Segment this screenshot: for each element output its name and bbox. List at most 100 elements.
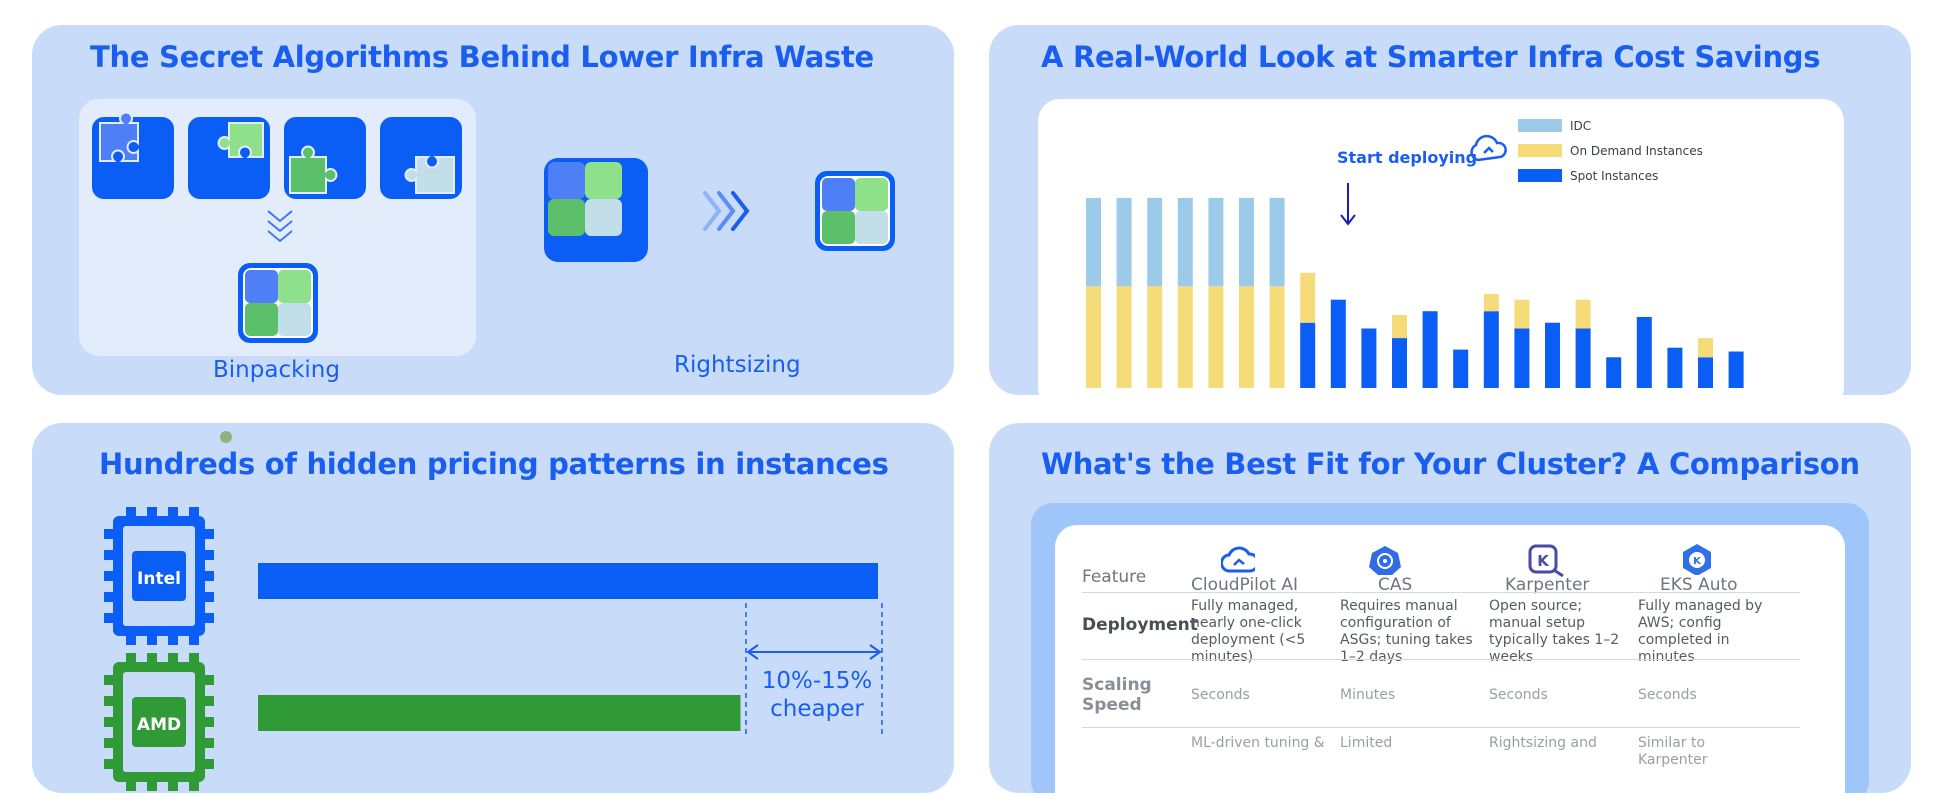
savings-panel: A Real-World Look at Smarter Infra Cost … [989,25,1911,395]
puzzle-tile-2 [188,117,270,199]
bar-on-demand-instances-4 [1208,286,1224,388]
legend-swatch-0 [1518,119,1562,132]
table-divider [1082,659,1800,660]
savings-percent: 10%-15% cheaper [757,667,877,723]
eks-logo-icon: K [1683,544,1711,575]
row-3-cloudpilot: ML-driven tuning & [1191,735,1325,751]
col-cas-label: CAS [1378,575,1413,595]
amd-chip-icon [104,653,214,791]
row-deployment-cloudpilot: Fully managed, nearly one-click deployme… [1191,598,1306,665]
row-scaling-cas: Minutes [1340,687,1396,703]
algorithms-title: The Secret Algorithms Behind Lower Infra… [90,40,874,74]
rightsizing-label: Rightsizing [674,352,801,378]
bar-spot-instances-8 [1330,299,1346,388]
table-divider [1082,727,1800,728]
row-scaling-cloudpilot: Seconds [1191,687,1250,703]
row-3-karpenter: Rightsizing and [1489,735,1597,751]
row-deployment-eks: Fully managed by AWS; config completed i… [1638,598,1763,665]
legend-label-1: On Demand Instances [1570,144,1703,158]
savings-percent-caption: cheaper [770,696,864,722]
bar-on-demand-instances-10 [1392,315,1407,339]
puzzle-tile-1 [92,111,174,199]
start-deploying-annotation: Start deploying [1337,148,1477,167]
row-deployment-karpenter: Open source; manual setup typically take… [1489,598,1620,665]
svg-text:K: K [1693,556,1702,567]
down-arrow-icon [1340,183,1356,226]
bar-spot-instances-15 [1545,322,1560,388]
double-arrow-icon [746,644,882,660]
bar-idc-6 [1269,197,1285,287]
bar-on-demand-instances-16 [1575,299,1591,329]
pricing-title: Hundreds of hidden pricing patterns in i… [99,447,889,481]
row-deployment-cas: Requires manual configuration of ASGs; t… [1340,598,1473,665]
bar-spot-instances-7 [1300,322,1316,388]
puzzle-tile-4 [380,117,462,199]
bar-spot-instances-9 [1361,328,1377,388]
legend-swatch-2 [1518,169,1562,182]
bar-on-demand-instances-1 [1116,286,1132,388]
bar-on-demand-instances-2 [1147,286,1163,388]
bar-spot-instances-11 [1422,311,1438,388]
bar-on-demand-instances-3 [1177,286,1193,388]
comparison-table: Feature CloudPilot AI CAS K Karpenter [1055,525,1845,793]
bar-spot-instances-12 [1453,349,1469,388]
chevron-down-icon [267,210,293,243]
amd-label: AMD [137,715,181,735]
bar-spot-instances-14 [1514,328,1530,388]
bar-spot-instances-17 [1606,357,1622,388]
row-deployment-label: Deployment [1082,615,1198,635]
rightsizing-after-icon [815,171,895,251]
chart-bars [1086,197,1744,388]
bar-idc-1 [1116,197,1132,287]
puzzle-illustration [92,111,895,343]
col-eks-label: EKS Auto [1660,575,1738,595]
bar-spot-instances-10 [1392,338,1407,388]
intel-label: Intel [137,569,181,589]
legend-label-0: IDC [1570,119,1591,133]
bar-idc-4 [1208,197,1224,287]
bar-idc-0 [1086,197,1101,287]
bar-on-demand-instances-13 [1483,293,1499,312]
bar-spot-instances-13 [1483,311,1499,388]
packed-puzzle-icon [238,263,318,343]
pricing-illustration: Intel AMD [104,431,883,791]
savings-title: A Real-World Look at Smarter Infra Cost … [1041,40,1821,74]
bar-on-demand-instances-14 [1514,299,1530,329]
pricing-panel: Hundreds of hidden pricing patterns in i… [32,423,954,793]
intel-price-bar [258,563,878,599]
puzzle-tile-3 [284,117,366,199]
price-gap-guides [745,603,883,735]
bar-on-demand-instances-7 [1300,272,1316,323]
intel-chip-icon [104,507,214,645]
karpenter-logo-icon: K [1528,544,1564,577]
bar-spot-instances-18 [1636,316,1652,388]
bar-on-demand-instances-5 [1239,286,1254,388]
algorithms-panel: The Secret Algorithms Behind Lower Infra… [32,25,954,395]
comparison-title: What's the Best Fit for Your Cluster? A … [1041,447,1860,481]
col-karpenter-label: Karpenter [1505,575,1590,595]
svg-text:K: K [1537,552,1550,570]
bar-idc-5 [1239,197,1254,287]
bar-on-demand-instances-20 [1698,338,1713,358]
bar-idc-2 [1147,197,1163,287]
binpacking-label: Binpacking [213,357,340,383]
bar-on-demand-instances-6 [1269,286,1285,388]
comparison-panel: What's the Best Fit for Your Cluster? A … [989,423,1911,793]
cloudpilot-logo-icon [1221,546,1255,573]
row-scaling-karpenter: Seconds [1489,687,1548,703]
decorative-dot [220,431,232,443]
bar-idc-3 [1177,197,1193,287]
legend-label-2: Spot Instances [1570,169,1658,183]
amd-price-bar [258,695,741,731]
table-divider [1082,592,1800,593]
bar-on-demand-instances-0 [1086,286,1101,388]
col-cloudpilot-label: CloudPilot AI [1191,575,1298,595]
bar-spot-instances-20 [1698,357,1713,388]
feature-header: Feature [1082,567,1147,587]
row-scaling-eks: Seconds [1638,687,1697,703]
bar-spot-instances-19 [1667,347,1683,388]
legend-swatch-1 [1518,144,1562,157]
